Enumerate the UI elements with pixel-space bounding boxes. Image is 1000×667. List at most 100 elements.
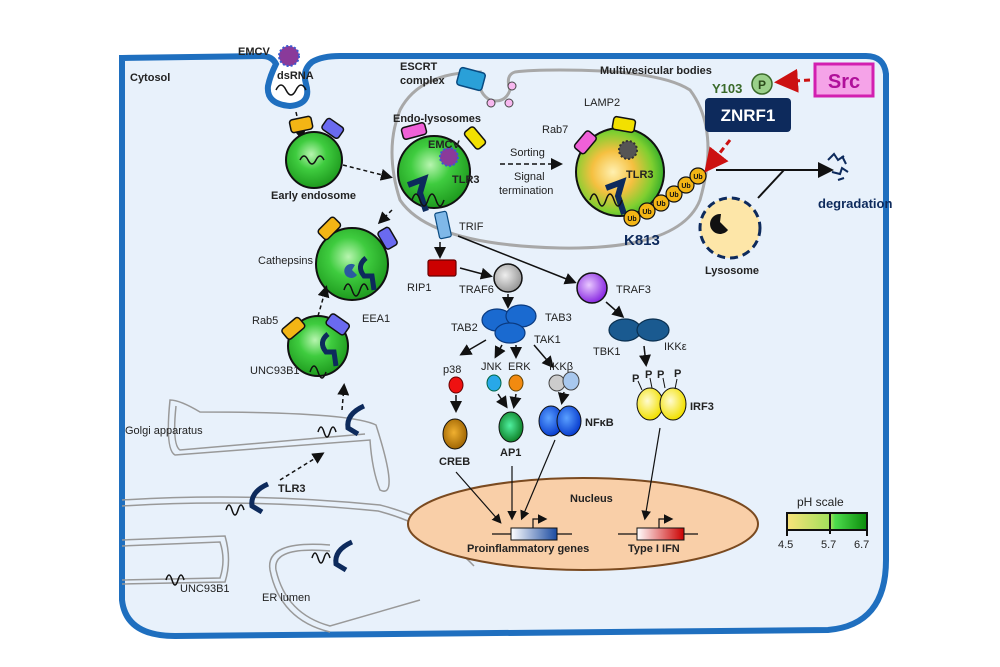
ubiquitin-bead xyxy=(665,185,683,203)
ubiquitin-label: Ub xyxy=(669,192,678,199)
early-endosome xyxy=(285,115,345,189)
ph-tick-mid: 5.7 xyxy=(821,539,836,551)
tlr3-golgi xyxy=(317,403,366,438)
escrt-label-2: complex xyxy=(400,75,446,87)
unc93b1-label-b: UNC93B1 xyxy=(180,583,230,595)
tlr3-mvb-label: TLR3 xyxy=(626,169,654,181)
proinflammatory-label: Proinflammatory genes xyxy=(467,543,589,555)
tlr3-er xyxy=(225,481,270,516)
nucleus-label: Nucleus xyxy=(570,493,613,505)
termination-label: termination xyxy=(499,185,553,197)
emcv-outside-label: EMCV xyxy=(238,46,270,58)
eea1-label: EEA1 xyxy=(362,313,390,325)
tlr3-endo-label: TLR3 xyxy=(452,174,480,186)
rip1-label: RIP1 xyxy=(407,282,431,294)
escrt-complex-icon xyxy=(456,66,486,92)
irf3-p1: P xyxy=(632,373,639,385)
degradation-label: degradation xyxy=(818,196,892,211)
ikke-label: IKKε xyxy=(664,341,687,353)
dsrna-icon xyxy=(275,84,307,96)
cytosol-label: Cytosol xyxy=(130,72,170,84)
endo-lysosomes-label: Endo-lysosomes xyxy=(393,113,481,125)
tab2-label: TAB2 xyxy=(451,322,478,334)
ikka-protein xyxy=(548,374,566,392)
tlr3-er-lower xyxy=(311,539,354,573)
ubiquitin-label: Ub xyxy=(656,201,665,208)
irf3-p3: P xyxy=(657,369,664,381)
nfkb-dimer xyxy=(538,405,582,437)
degraded-protein-icon xyxy=(827,152,849,181)
ph-scale-bar xyxy=(786,512,868,531)
erk-label: ERK xyxy=(508,361,531,373)
cathepsins-label: Cathepsins xyxy=(258,255,314,267)
jnk-label: JNK xyxy=(481,361,502,373)
pacman-icon xyxy=(710,213,728,234)
ubiquitin-label: Ub xyxy=(627,216,636,223)
irf3-p4: P xyxy=(674,368,681,380)
ap1-label: AP1 xyxy=(500,447,521,459)
rip1-protein xyxy=(427,259,457,277)
p38-protein xyxy=(448,376,464,394)
cathepsin-vesicle xyxy=(315,216,398,301)
escrt-label-1: ESCRT xyxy=(400,61,438,73)
ph-tick-high: 6.7 xyxy=(854,539,869,551)
ph-tick-low: 4.5 xyxy=(778,539,793,551)
irf3-p2: P xyxy=(645,369,652,381)
tlr3-er-label: TLR3 xyxy=(278,483,306,495)
mvb-vesicle xyxy=(573,115,665,217)
ap1-protein xyxy=(498,411,524,443)
nfkb-label: NFκB xyxy=(585,417,614,429)
tbk1-label: TBK1 xyxy=(593,346,621,358)
rab5-label: Rab5 xyxy=(252,315,278,327)
early-endosome-label: Early endosome xyxy=(271,190,356,202)
trif-label: TRIF xyxy=(459,221,484,233)
ubiquitin-bead xyxy=(623,209,641,227)
ubiquitin-bead xyxy=(652,194,670,212)
ubiquitin-label: Ub xyxy=(681,183,690,190)
traf6-label: TRAF6 xyxy=(459,284,494,296)
nucleus xyxy=(407,477,759,571)
ikkb-protein xyxy=(562,371,580,391)
k813-label: K813 xyxy=(624,232,660,249)
signal-label: Signal xyxy=(514,171,545,183)
er-lumen-label: ER lumen xyxy=(262,592,310,604)
tab-tak-complex xyxy=(481,304,537,344)
dsrna-label: dsRNA xyxy=(277,70,314,82)
proinflammatory-gene xyxy=(492,514,572,541)
type1-ifn-label: Type I IFN xyxy=(628,543,680,555)
znrf1-label: ZNRF1 xyxy=(721,106,776,125)
creb-label: CREB xyxy=(439,456,470,468)
sorting-label: Sorting xyxy=(510,147,545,159)
y103-label: Y103 xyxy=(712,81,742,96)
phospho-label: P xyxy=(758,78,766,92)
rab7-label: Rab7 xyxy=(542,124,568,136)
irf3-label: IRF3 xyxy=(690,401,714,413)
rab5-vesicle xyxy=(281,313,351,379)
traf3-protein xyxy=(576,272,608,304)
ubiquitin-label: Ub xyxy=(693,174,702,181)
golgi-label: Golgi apparatus xyxy=(125,425,203,437)
irf3-dimer xyxy=(636,377,687,421)
p38-label: p38 xyxy=(443,364,461,376)
endo-lysosome-vesicle xyxy=(397,122,487,212)
unc93b1-label-a: UNC93B1 xyxy=(250,365,300,377)
emcv-virus-outside xyxy=(278,45,300,67)
ubiquitin-bead xyxy=(689,167,707,185)
ubiquitin-bead xyxy=(677,176,695,194)
emcv-inside-label: EMCV xyxy=(428,139,460,151)
phospho-circle xyxy=(751,73,773,95)
ph-scale-title: pH scale xyxy=(797,495,844,509)
tbk1-ikke-complex xyxy=(608,318,670,342)
jnk-protein xyxy=(486,374,502,392)
znrf1-box xyxy=(705,98,791,132)
golgi-apparatus xyxy=(167,399,390,492)
tak1-label: TAK1 xyxy=(534,334,561,346)
mvb-label: Multivesicular bodies xyxy=(600,65,712,77)
type1-ifn-gene xyxy=(618,514,698,541)
ikkb-label: IKKβ xyxy=(549,361,573,373)
traf3-label: TRAF3 xyxy=(616,284,651,296)
src-label: Src xyxy=(828,71,860,93)
creb-protein xyxy=(442,418,468,450)
